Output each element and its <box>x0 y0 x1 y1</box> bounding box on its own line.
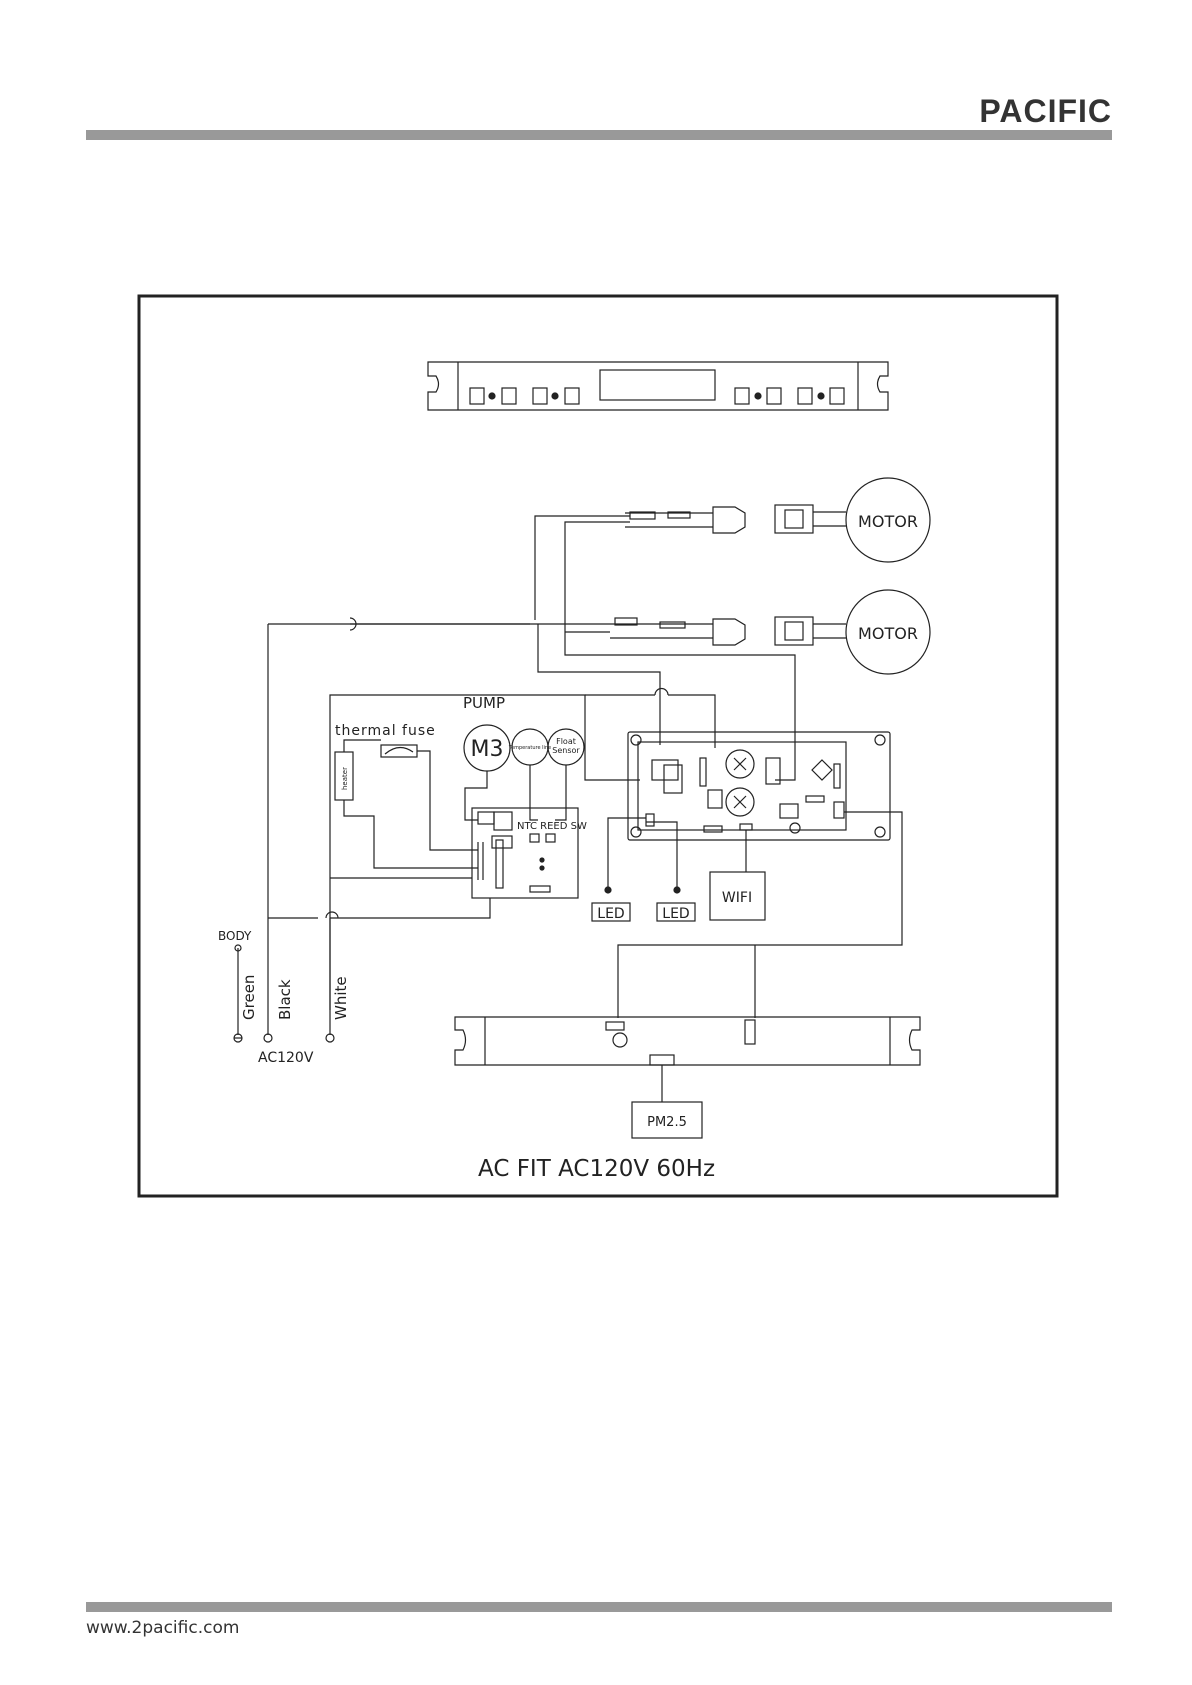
wifi-label: WIFI <box>722 890 752 906</box>
main-control-board <box>628 732 890 840</box>
motor-bottom-label: MOTOR <box>858 624 918 643</box>
diagram-caption: AC FIT AC120V 60Hz <box>478 1156 715 1182</box>
footer-url[interactable]: www.2pacific.com <box>86 1618 239 1638</box>
body-label: BODY <box>218 929 252 943</box>
pump-m3-label: M3 <box>471 737 504 762</box>
pump-label: PUMP <box>463 694 505 712</box>
ntc-reed-label: NTC REED SW <box>517 821 587 832</box>
white-wire-label: White <box>332 976 350 1020</box>
heater-label: heater <box>341 767 349 790</box>
thermal-fuse-label: thermal fuse <box>335 723 436 739</box>
temperature-probe-label: Temperature line <box>508 745 551 751</box>
green-wire-label: Green <box>240 975 258 1020</box>
float-sensor-label-1: Float <box>556 737 576 746</box>
motor-top-label: MOTOR <box>858 512 918 531</box>
led-right-label: LED <box>662 906 689 922</box>
black-wire-label: Black <box>276 979 294 1020</box>
ac-voltage-label: AC120V <box>258 1050 314 1066</box>
bottom-power-board <box>455 1017 920 1065</box>
pm25-label: PM2.5 <box>647 1115 687 1130</box>
led-left-label: LED <box>597 906 624 922</box>
footer-rule <box>86 1602 1112 1612</box>
float-sensor-label-2: Sensor <box>552 746 580 755</box>
display-panel <box>428 362 888 410</box>
